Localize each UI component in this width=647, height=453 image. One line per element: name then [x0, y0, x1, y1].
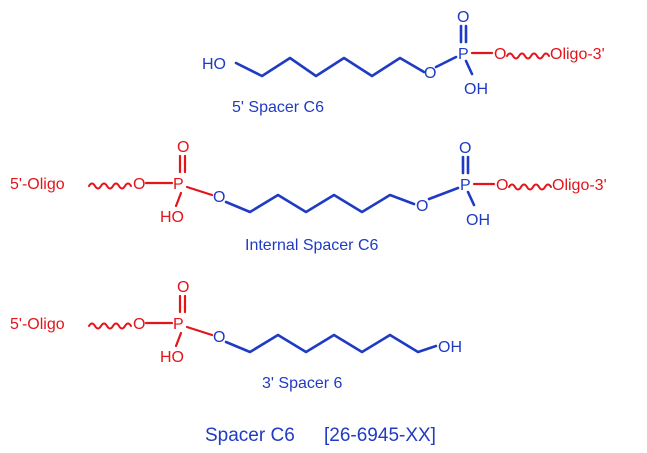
- structure-caption: Internal Spacer C6: [245, 237, 379, 254]
- p-ho-bond: [174, 331, 183, 348]
- phosphate-oxygen-top-left: O: [177, 139, 189, 156]
- structure-3-prime-spacer: 5'-Oligo O P O HO O OH 3' Spacer 6: [10, 279, 462, 392]
- p-o-bond: [185, 325, 214, 337]
- o-p-bond-right: [427, 186, 460, 201]
- oligo-3-prime-label: Oligo-3': [550, 46, 605, 63]
- phosphate-oxygen-top: O: [177, 279, 189, 296]
- ho-label: HO: [202, 56, 226, 73]
- hydroxyl-label: HO: [160, 349, 184, 366]
- catalog-number: [26-6945-XX]: [324, 425, 436, 446]
- phosphorus-label: P: [173, 316, 184, 333]
- structure-caption: 5' Spacer C6: [232, 99, 324, 116]
- structure-5-prime-spacer: HO O P O OH O Oligo-3' 5' Spacer C6: [202, 9, 605, 116]
- linker-oxygen-right: O: [416, 198, 428, 215]
- hydroxyl-right: OH: [466, 212, 490, 229]
- phosphorus-right: P: [460, 177, 471, 194]
- oligo-oxygen-right: O: [496, 177, 508, 194]
- phosphorus-label: P: [458, 46, 469, 63]
- linker-oxygen: O: [424, 65, 436, 82]
- wavy-bond-left: [88, 182, 132, 190]
- c6-chain: [234, 56, 426, 78]
- structure-internal-spacer: 5'-Oligo O P O HO O O P O OH O Oligo-3' …: [10, 139, 607, 254]
- c6-chain: [224, 193, 416, 214]
- wavy-bond: [506, 52, 550, 60]
- oligo-5-prime-label: 5'-Oligo: [10, 176, 65, 193]
- o-p-bond: [434, 55, 458, 69]
- hydroxyl-label: OH: [464, 81, 488, 98]
- wavy-bond-right: [508, 183, 552, 191]
- oligo-oxygen: O: [133, 316, 145, 333]
- phosphorus-left: P: [173, 176, 184, 193]
- p-oh-bond-right: [466, 190, 476, 207]
- c6-chain: [224, 333, 438, 354]
- p-oh-bond: [464, 59, 474, 76]
- phosphate-oxygen-top-right: O: [459, 140, 471, 157]
- oligo-5-prime-label: 5'-Oligo: [10, 316, 65, 333]
- oligo-3-prime-label: Oligo-3': [552, 177, 607, 194]
- p-o-bond-left-blue: [185, 185, 214, 197]
- linker-oxygen-left: O: [213, 189, 225, 206]
- p-ho-bond-left: [174, 191, 183, 208]
- product-name: Spacer C6: [205, 425, 295, 446]
- wavy-bond: [88, 322, 132, 330]
- oligo-oxygen-left: O: [133, 176, 145, 193]
- linker-oxygen: O: [213, 329, 225, 346]
- oligo-oxygen: O: [494, 46, 506, 63]
- phosphate-oxygen-top: O: [457, 9, 469, 26]
- hydroxyl-left: HO: [160, 209, 184, 226]
- structure-caption: 3' Spacer 6: [262, 375, 343, 392]
- terminal-oh-label: OH: [438, 339, 462, 356]
